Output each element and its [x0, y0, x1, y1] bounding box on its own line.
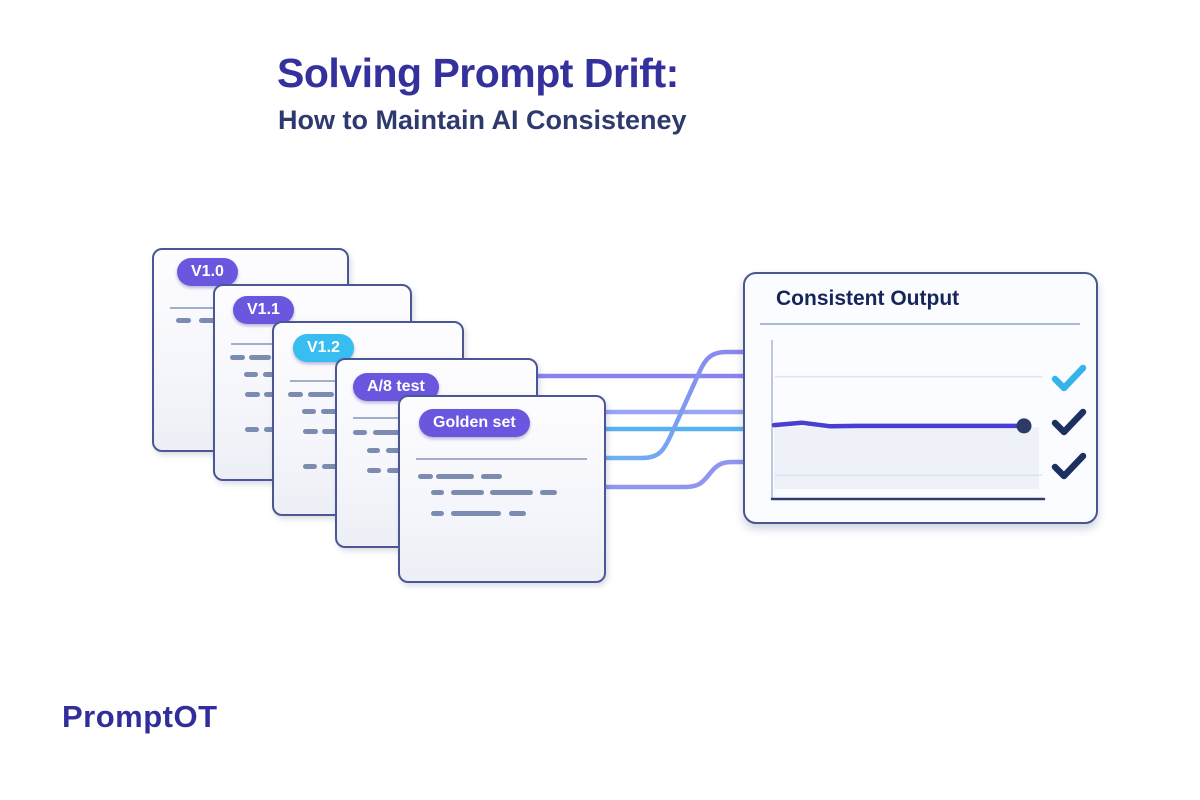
- text-line-placeholder: [431, 490, 444, 495]
- text-line-placeholder: [245, 427, 259, 432]
- consistency-line-chart: [770, 340, 1087, 501]
- check-icon-1: [1051, 364, 1087, 392]
- text-line-placeholder: [367, 448, 380, 453]
- version-badge-v1-0: V1.0: [177, 258, 238, 286]
- version-badge-v1-1: V1.1: [233, 296, 294, 324]
- text-line-placeholder: [373, 430, 403, 435]
- text-line-placeholder: [308, 392, 334, 397]
- text-line-placeholder: [431, 511, 444, 516]
- version-badge-v1-2: V1.2: [293, 334, 354, 362]
- prompt-card-golden-set: Golden set: [398, 395, 606, 583]
- text-line-placeholder: [367, 468, 381, 473]
- endpoint-dot: [1016, 418, 1032, 434]
- text-line-placeholder: [490, 490, 533, 495]
- text-line-placeholder: [244, 372, 258, 377]
- text-line-placeholder: [481, 474, 502, 479]
- text-line-placeholder: [451, 511, 501, 516]
- text-line-placeholder: [353, 430, 367, 435]
- connector-line-golden-3: [597, 459, 749, 490]
- consistent-output-panel: Consistent Output: [743, 272, 1098, 524]
- text-line-placeholder: [176, 318, 191, 323]
- text-line-placeholder: [288, 392, 303, 397]
- text-line-placeholder: [451, 490, 484, 495]
- text-line-placeholder: [245, 392, 260, 397]
- text-line-placeholder: [302, 409, 316, 414]
- text-line-placeholder: [540, 490, 557, 495]
- output-trend-line: [771, 420, 1027, 429]
- brand-logo: PromptOT: [62, 699, 218, 734]
- text-line-placeholder: [322, 429, 338, 434]
- panel-title: Consistent Output: [776, 287, 960, 310]
- page-title: Solving Prompt Drift:: [277, 50, 679, 96]
- version-badge-golden-set: Golden set: [419, 409, 530, 437]
- text-line-placeholder: [303, 429, 318, 434]
- connector-crossover-line: [597, 349, 749, 461]
- text-line-placeholder: [303, 464, 317, 469]
- card-separator: [416, 458, 587, 460]
- chart-gridlines: [775, 375, 1042, 476]
- chart-shaded-area: [774, 427, 1039, 489]
- text-line-placeholder: [322, 464, 346, 469]
- text-line-placeholder: [249, 355, 271, 360]
- text-line-placeholder: [418, 474, 433, 479]
- text-line-placeholder: [321, 409, 345, 414]
- text-line-placeholder: [230, 355, 245, 360]
- panel-divider: [760, 323, 1080, 325]
- page-subtitle: How to Maintain AI Consisteney: [278, 105, 687, 135]
- text-line-placeholder: [436, 474, 474, 479]
- text-line-placeholder: [509, 511, 526, 516]
- check-icon-3: [1051, 452, 1087, 480]
- check-icon-2: [1051, 408, 1087, 436]
